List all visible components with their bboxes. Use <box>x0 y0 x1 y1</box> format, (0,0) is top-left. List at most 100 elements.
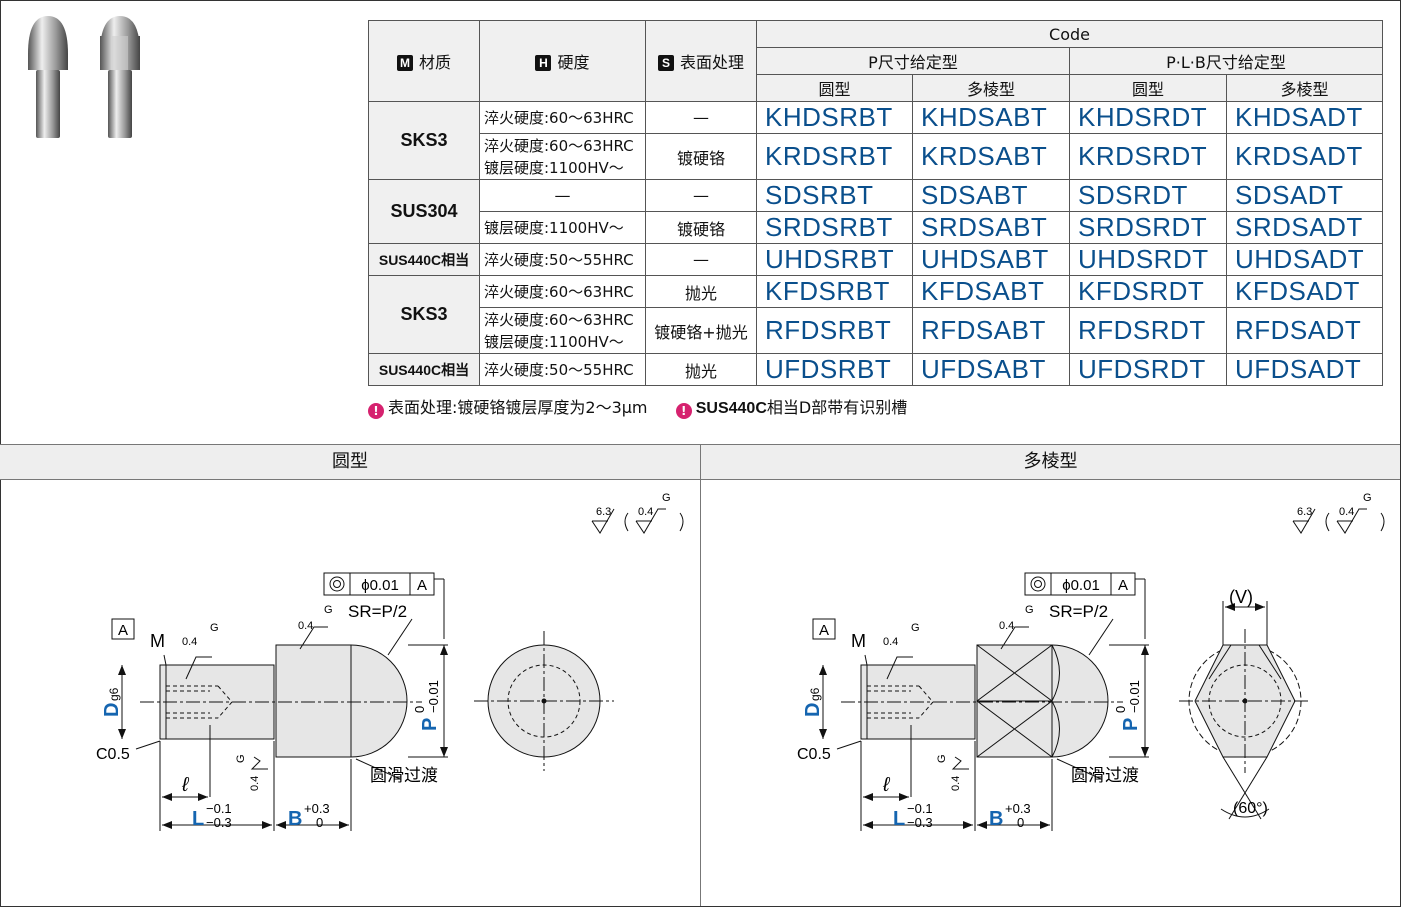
hardness-cell: 淬火硬度:50～55HRC <box>479 353 646 386</box>
hardness-cell: 镀层硬度:1100HV～ <box>479 211 646 244</box>
svg-text:A: A <box>1118 577 1128 594</box>
rough-label: 0.4 <box>298 620 313 632</box>
hardness-line-1: 淬火硬度:60～63HRC <box>484 310 634 329</box>
code-cell[interactable]: SDSABT <box>912 179 1070 212</box>
code-cell[interactable]: UHDSADT <box>1226 243 1383 276</box>
sr-label: SR=P/2 <box>348 602 407 621</box>
code-cell[interactable]: UFDSRDT <box>1069 353 1227 386</box>
roughness-symbol <box>1292 508 1385 534</box>
code-cell[interactable]: KFDSADT <box>1226 275 1383 308</box>
round-pin-photo <box>28 16 68 138</box>
p-tol-lower: −0.01 <box>426 680 441 713</box>
product-photos <box>28 16 140 138</box>
code-cell[interactable]: KRDSADT <box>1226 133 1383 180</box>
code-cell[interactable]: UHDSRDT <box>1069 243 1227 276</box>
b-tol-lower: 0 <box>1017 815 1024 830</box>
roughness-symbol <box>591 508 684 534</box>
plb-type-header: P·L·B尺寸给定型 <box>1069 47 1383 75</box>
code-cell[interactable]: SRDSADT <box>1226 211 1383 244</box>
material-badge: M <box>396 55 413 71</box>
code-cell[interactable]: KFDSABT <box>912 275 1070 308</box>
b-tol-upper: +0.3 <box>1005 801 1031 816</box>
code-cell[interactable]: RFDSRBT <box>756 307 913 354</box>
rough-label: 0.4 <box>249 776 261 791</box>
rough-label: 0.4 <box>999 620 1014 632</box>
p-tol-upper: 0 <box>1113 706 1128 713</box>
d-tol: g6 <box>107 687 121 701</box>
b-label: B <box>989 808 1003 830</box>
d-label: D <box>101 703 123 717</box>
code-cell[interactable]: SRDSRDT <box>1069 211 1227 244</box>
dimension-arrows <box>819 603 1265 829</box>
svg-text:ϕ0.01: ϕ0.01 <box>1062 577 1100 594</box>
l-tol-lower: −0.3 <box>206 815 232 830</box>
b-tol-upper: +0.3 <box>304 801 330 816</box>
code-header: Code <box>756 20 1383 48</box>
surface-cell: — <box>645 101 757 134</box>
code-cell[interactable]: RFDSADT <box>1226 307 1383 354</box>
code-cell[interactable]: UHDSRBT <box>756 243 913 276</box>
svg-text:A: A <box>417 577 427 594</box>
p-label: P <box>419 718 441 731</box>
rough-label: 0.4 <box>638 506 653 518</box>
code-cell[interactable]: SDSADT <box>1226 179 1383 212</box>
code-cell[interactable]: SRDSABT <box>912 211 1070 244</box>
code-cell[interactable]: RFDSABT <box>912 307 1070 354</box>
code-cell[interactable]: SRDSRBT <box>756 211 913 244</box>
code-cell[interactable]: KFDSRBT <box>756 275 913 308</box>
round-type-drawing: A ϕ0.01 A M 0.4 G 6.3 0.4 G 0.4 G SR=P/2… <box>96 492 684 831</box>
rough-label: 0.4 <box>1339 506 1354 518</box>
d-tol: g6 <box>808 687 822 701</box>
l-tol-lower: −0.3 <box>907 815 933 830</box>
code-cell[interactable]: KHDSRBT <box>756 101 913 134</box>
code-cell[interactable]: SDSRBT <box>756 179 913 212</box>
concentricity-frame: ϕ0.01 A <box>1024 572 1136 596</box>
info-pin-icon: ! <box>675 403 692 419</box>
code-cell[interactable]: KRDSRBT <box>756 133 913 180</box>
plb-round-header: 圆型 <box>1069 74 1227 102</box>
code-cell[interactable]: KRDSRDT <box>1069 133 1227 180</box>
ell-label: ℓ <box>882 774 891 796</box>
code-cell[interactable]: UFDSADT <box>1226 353 1383 386</box>
grind-label: G <box>1363 492 1372 504</box>
code-cell[interactable]: SDSRDT <box>1069 179 1227 212</box>
code-cell[interactable]: KHDSRDT <box>1069 101 1227 134</box>
hardness-line-2: 镀层硬度:1100HV～ <box>484 158 624 177</box>
material-cell: SKS3 <box>368 275 480 354</box>
smooth-label: 圆滑过渡 <box>370 766 438 785</box>
surface-cell: — <box>645 243 757 276</box>
code-cell[interactable]: RFDSRDT <box>1069 307 1227 354</box>
code-cell[interactable]: KHDSADT <box>1226 101 1383 134</box>
code-cell[interactable]: KRDSABT <box>912 133 1070 180</box>
material-cell: SKS3 <box>368 101 480 180</box>
grind-label: G <box>235 754 247 763</box>
datum-a-label: A <box>812 618 836 640</box>
svg-text:A: A <box>118 622 128 639</box>
rough-label: 0.4 <box>182 636 197 648</box>
info-pin-icon: ! <box>368 403 384 419</box>
thread-label: M <box>851 631 866 651</box>
rough-label: 6.3 <box>596 506 611 518</box>
smooth-label: 圆滑过渡 <box>1071 766 1139 785</box>
note-material: SUS440C <box>695 400 767 417</box>
grind-label: G <box>1025 604 1034 616</box>
v-label: (V) <box>1229 587 1253 607</box>
code-cell[interactable]: UFDSABT <box>912 353 1070 386</box>
grind-label: G <box>324 604 333 616</box>
table-row: 镀层硬度:1100HV～ 镀硬铬 SRDSRBT SRDSABT SRDSRDT… <box>369 211 1383 244</box>
hardness-cell: 淬火硬度:60～63HRC <box>479 275 646 308</box>
surface-cell: 镀硬铬+抛光 <box>645 307 757 354</box>
code-cell[interactable]: KHDSABT <box>912 101 1070 134</box>
code-cell[interactable]: UHDSABT <box>912 243 1070 276</box>
grind-label: G <box>911 622 920 634</box>
p-tol-upper: 0 <box>412 706 427 713</box>
code-cell[interactable]: UFDSRBT <box>756 353 913 386</box>
hardness-cell: 淬火硬度:60～63HRC <box>479 101 646 134</box>
surface-cell: 抛光 <box>645 353 757 386</box>
material-cell: SUS440C相当 <box>368 243 480 276</box>
code-cell[interactable]: KFDSRDT <box>1069 275 1227 308</box>
